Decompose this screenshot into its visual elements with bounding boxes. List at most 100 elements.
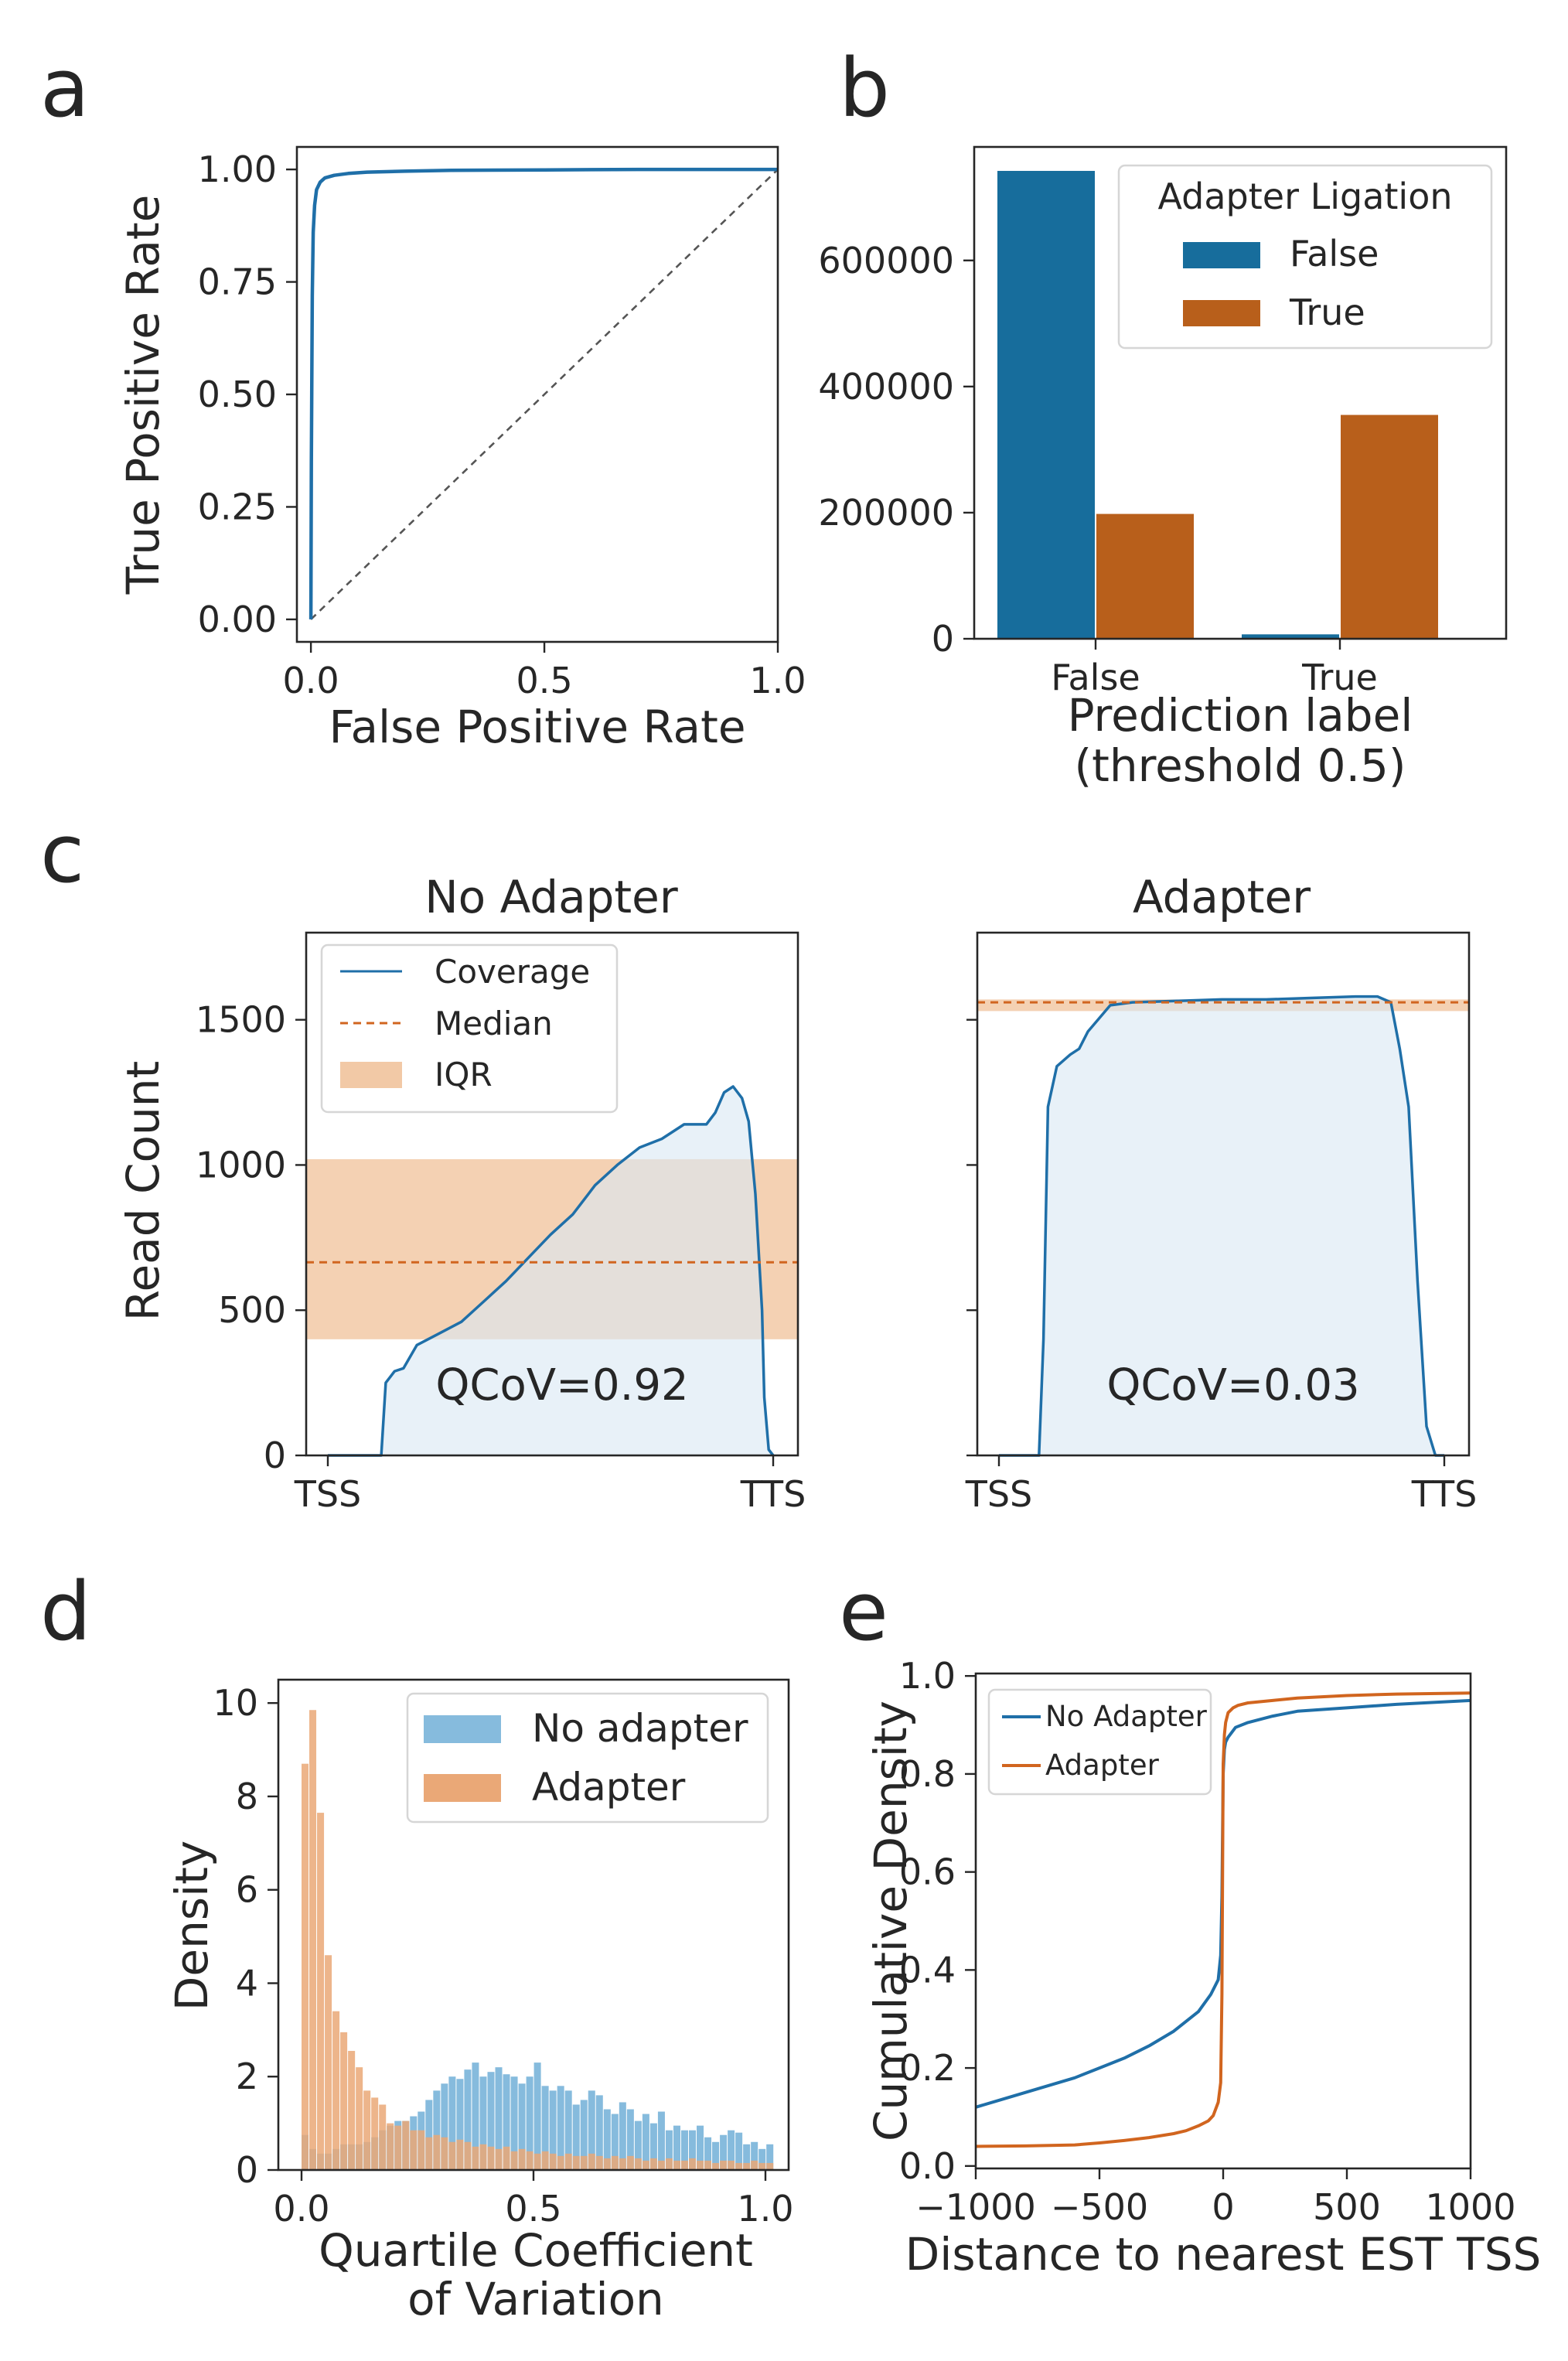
histogram-bar-adapter [697,2160,704,2170]
bar-xlabel-line2: (threshold 0.5) [1074,739,1406,792]
histogram-bar-no-adapter [720,2134,728,2170]
histogram-bar-adapter [464,2141,472,2170]
histogram-bar-no-adapter [456,2079,464,2170]
histogram-bar-no-adapter [448,2076,456,2170]
histogram-legend-swatch-adapter [424,1774,501,1802]
bar-true-true [1341,415,1438,639]
roc-ytick-4-label: 1.00 [198,148,277,190]
histogram-bar-no-adapter [510,2076,518,2170]
histogram-bar-no-adapter [728,2130,735,2170]
roc-ytick-1-label: 0.25 [198,486,277,527]
coverage-no-adapter-title: No Adapter [424,871,678,923]
histogram-bar-adapter [325,1955,332,2170]
cdf-ylabel: Cumulative Density [864,1701,917,2141]
panel-letter-c: c [40,807,84,901]
histogram-ylabel: Density [165,1841,218,2011]
coverage-adapter-qcov: QCoV=0.03 [1106,1360,1359,1411]
histogram-bar-adapter [379,2104,387,2170]
cdf-xtick-2-label: 0 [1212,2186,1234,2228]
panel-letter-d: d [40,1564,91,1659]
histogram-bar-adapter [720,2160,728,2170]
coverage-no-adapter-ytick-0-label: 0 [264,1435,286,1476]
histogram-bar-adapter [766,2162,774,2170]
histogram-ytick-4-label: 8 [236,1776,258,1817]
histogram-bar-adapter [588,2153,595,2170]
histogram-bar-no-adapter [588,2090,595,2170]
histogram-bar-adapter [549,2153,557,2170]
histogram-bar-adapter [410,2130,418,2170]
histogram-bar-adapter [657,2160,665,2170]
histogram-bar-no-adapter [735,2132,743,2170]
histogram-bar-no-adapter [649,2123,657,2170]
cdf-ytick-1-label: 0.2 [899,2047,956,2089]
histogram-bar-no-adapter [533,2062,541,2170]
cdf-legend-no-adapter: No Adapter [1045,1700,1208,1733]
coverage-adapter-xtick-tts-label: TTS [1411,1473,1478,1515]
histogram-bar-adapter [603,2158,611,2170]
roc-plot-area [308,167,779,620]
coverage-no-adapter-coverage-line [328,1085,775,1457]
histogram-bar-no-adapter [549,2090,557,2170]
histogram-bar-adapter [665,2158,673,2170]
coverage-no-adapter-xtick-tts-label: TTS [740,1473,806,1515]
histogram-bar-adapter [564,2153,572,2170]
histogram-bar-adapter [356,2067,363,2170]
histogram-bar-adapter [680,2160,688,2170]
cdf-legend: No Adapter Adapter [987,1688,1212,1796]
histogram-bar-adapter [751,2160,758,2170]
roc-ytick-0-label: 0.00 [198,599,277,640]
cdf-plot-area [975,1691,1471,2148]
histogram-bar-adapter [387,2123,394,2170]
histogram-ytick-0-label: 0 [236,2149,258,2191]
roc-ytick-3-label: 0.75 [198,261,277,303]
histogram-bar-adapter [495,2148,503,2170]
histogram-bar-adapter [510,2151,518,2170]
histogram-bar-no-adapter [479,2076,487,2170]
histogram-bar-adapter [626,2155,634,2170]
histogram-bar-adapter [309,1710,317,2170]
coverage-legend: Coverage Median IQR [320,943,619,1114]
histogram-bar-no-adapter [518,2083,526,2170]
histogram-bar-no-adapter [526,2076,533,2170]
histogram-bar-no-adapter [495,2067,503,2170]
histogram-bar-no-adapter [680,2130,688,2170]
cdf-legend-box [987,1688,1212,1796]
bar-false-false [997,170,1095,639]
histogram-bar-no-adapter [611,2114,619,2170]
histogram-bar-adapter [371,2097,379,2170]
histogram-bar-adapter [673,2160,680,2170]
roc-axes-frame [295,145,779,643]
bar-legend-title: Adapter Ligation [1157,176,1452,217]
histogram-bar-no-adapter [541,2086,549,2170]
bar-true-false [1242,634,1339,639]
coverage-adapter-plot [977,995,1469,1457]
coverage-adapter-title: Adapter [1133,871,1311,923]
cdf-xlabel: Distance to nearest EST TSS [905,2228,1542,2281]
histogram-bar-adapter [580,2155,588,2170]
histogram-bar-no-adapter [673,2125,680,2170]
histogram-bar-no-adapter [619,2102,626,2170]
coverage-no-adapter-plot [306,1085,798,1457]
panel-letter-e: e [839,1564,888,1659]
histogram-bar-no-adapter [751,2141,758,2170]
histogram-bar-adapter [533,2153,541,2170]
coverage-no-adapter-ytick-3-label: 1500 [196,999,286,1041]
histogram-xlabel-line2: of Variation [407,2273,664,2325]
coverage-ylabel: Read Count [117,1061,169,1321]
histogram-bar-adapter [619,2158,626,2170]
cdf-xtick-1-label: −500 [1051,2186,1148,2228]
histogram-bar-no-adapter [595,2095,603,2170]
histogram-bar-adapter [348,2051,356,2170]
histogram-legend-swatch-no-adapter [424,1715,501,1743]
histogram-bar-no-adapter [697,2125,704,2170]
histogram-bar-no-adapter [503,2074,510,2170]
histogram-bar-no-adapter [472,2062,479,2170]
roc-xtick-1-label: 0.5 [516,660,572,701]
histogram-bar-adapter [394,2125,402,2170]
coverage-legend-coverage: Coverage [435,953,590,991]
histogram-bar-no-adapter [464,2069,472,2170]
coverage-no-adapter-coverage-fill [328,1087,773,1455]
